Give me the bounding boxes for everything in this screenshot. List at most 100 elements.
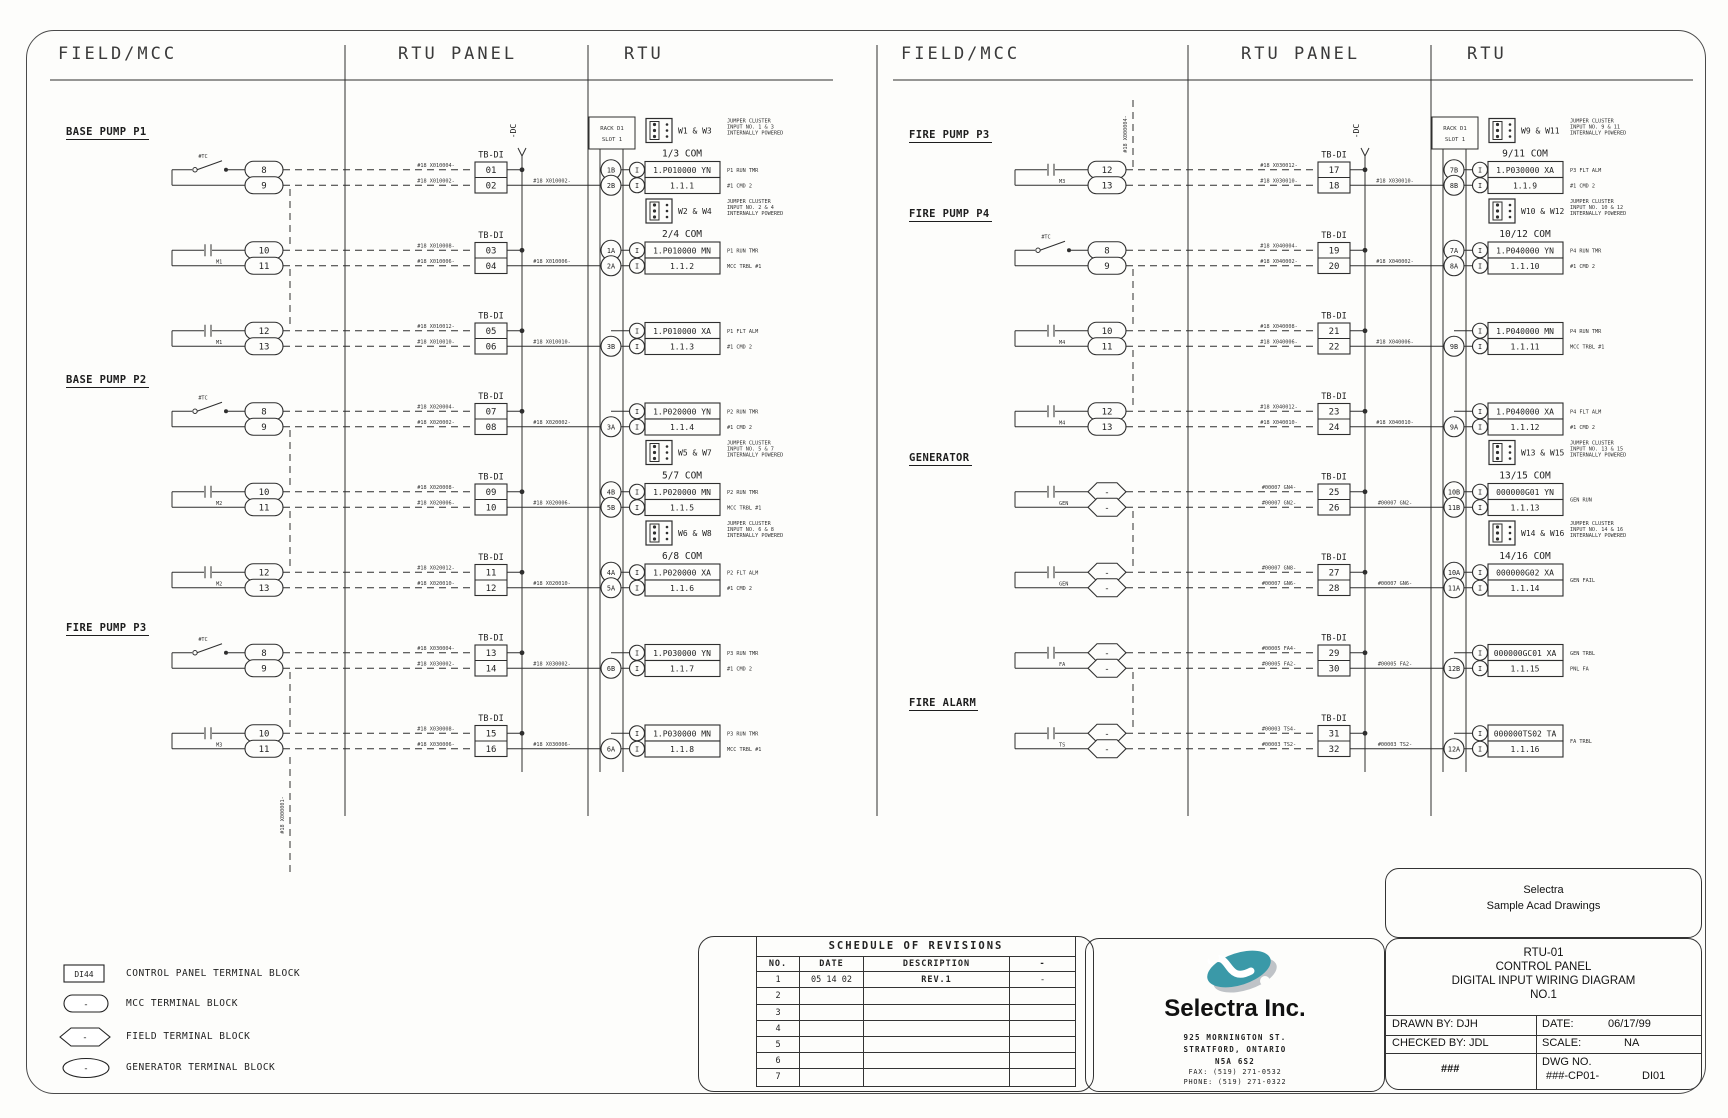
tb-terminal-number: 25 [1329,488,1340,498]
wire-tag: #18 X020002- [417,420,454,426]
wire-tag: #00007 GN2- [1378,500,1412,506]
strip-terminal [600,738,622,760]
revisions-cell: 1 [757,972,800,989]
address-box [1487,337,1564,356]
io-note: P4 RUN TMR [1570,248,1602,254]
company-address2: STRATFORD, ONTARIO [1183,1045,1287,1054]
strip-terminal [1443,335,1465,357]
io-note: P2 FLT ALM [727,570,758,576]
revisions-cell [864,1069,1010,1086]
drawn-by: DRAWN BY: DJH [1392,1018,1478,1030]
io-note: #1 CMD 2 [727,183,752,189]
jumper-note: INTERNALLY POWERED [727,453,783,459]
jumper-cluster-icon [1492,523,1503,543]
date-label: DATE: [1542,1018,1574,1030]
strip-terminal [1443,255,1465,277]
wire-tag: #18 X030008- [417,726,454,732]
io-note: #1 CMD 2 [727,586,752,592]
tb-terminal-number: 03 [486,247,497,257]
io-note: P3 RUN TMR [727,651,759,657]
field-terminal [1087,417,1127,436]
input-terminal-label: I [635,730,639,738]
contact-label: M3 [1059,179,1065,185]
field-terminal [244,337,284,356]
revisions-cell [800,1004,864,1021]
field-terminal-number: 13 [259,584,270,594]
tb-terminal-number: 08 [486,423,497,433]
titleblock-company-line2: Sample Acad Drawings [1486,900,1601,912]
input-terminal-label: I [1478,488,1482,496]
section-label-fire-pump-p4: FIRE PUMP P4 [909,208,992,222]
jumper-note: INTERNALLY POWERED [1570,453,1626,459]
wire-tag: #18 X030002- [533,661,570,667]
contact-label: TS [1059,742,1065,748]
field-terminal-number: 12 [1102,166,1113,176]
jumper-pin [665,209,669,213]
field-terminal-number: 10 [259,246,270,256]
switch-label: #TC [198,395,207,401]
field-terminal-number: 12 [259,568,270,578]
jumper-pin [1508,537,1512,541]
wire-tag: #18 X010010- [533,339,570,345]
company-phone: PHONE: (519) 271-0322 [1183,1078,1287,1086]
tb-di-label: TB-DI [478,231,504,241]
jumper-note: JUMPER CLUSTER [727,521,772,527]
revisions-cell: - [1010,956,1075,973]
wire-tag: #18 X040002- [1260,259,1297,265]
address-box [1487,659,1564,678]
field-terminal-number: - [1104,568,1109,578]
drawing-title-line4: NO.1 [1530,989,1557,1001]
jumper-pin [1495,215,1500,219]
jumper-label: W14 & W16 [1521,529,1565,538]
field-terminal [1087,337,1127,356]
strip-terminal [600,255,622,277]
revisions-cell: REV.1 [864,972,1010,989]
wire-tag: #18 X010002- [533,178,570,184]
strip-terminal [1443,496,1465,518]
jumper-label: W6 & W8 [678,529,712,538]
strip-terminal [1443,577,1465,599]
revisions-cell [864,1004,1010,1021]
revisions-cell: DATE [800,956,864,973]
input-terminal-label: I [635,569,639,577]
jumper-note: INPUT NO. 10 & 12 [1570,205,1623,211]
io-note: P3 RUN TMR [727,731,759,737]
strip-terminal-label: 12B [1448,665,1460,673]
com-label: 5/7 COM [662,471,702,482]
point-address: 1.1.10 [1511,262,1540,271]
junction-dot [519,408,525,414]
point-address: 1.1.15 [1511,665,1540,674]
jumper-note: INPUT NO. 1 & 3 [727,125,774,131]
wire-tag: #00003 TS2- [1262,742,1296,748]
jumper-label: W13 & W15 [1521,449,1565,458]
input-terminal-label: I [1478,262,1482,270]
svg-text:-: - [83,1000,88,1010]
revisions-cell [864,988,1010,1005]
jumper-pin [1495,525,1500,529]
address-box [644,176,721,195]
wire-tag: #18 X020010- [533,581,570,587]
legend-label: GENERATOR TERMINAL BLOCK [126,1062,276,1073]
jumper-pin [1508,203,1512,207]
wire-tag: #18 X040006- [1376,339,1413,345]
tb-di-label: TB-DI [1321,151,1347,161]
field-terminal-number: - [1104,664,1109,674]
jumper-pin [1495,537,1500,541]
point-address: 1.1.5 [670,504,694,513]
input-terminal-label: I [1478,569,1482,577]
jumper-pin [652,215,657,219]
input-terminal-label: I [1478,584,1482,592]
io-note: MCC TRBL #1 [1570,344,1604,350]
tb-di-label: TB-DI [1321,392,1347,402]
jumper-label: W1 & W3 [678,127,712,136]
point-address: 1.1.3 [670,343,694,352]
jumper-note: JUMPER CLUSTER [1570,521,1615,527]
field-terminal [244,256,284,275]
dwg-label: DWG NO. [1542,1056,1592,1068]
revisions-cell: 2 [757,988,800,1005]
point-tag: 1.P040000 MN [1496,327,1554,336]
junction-dot [1362,569,1368,575]
